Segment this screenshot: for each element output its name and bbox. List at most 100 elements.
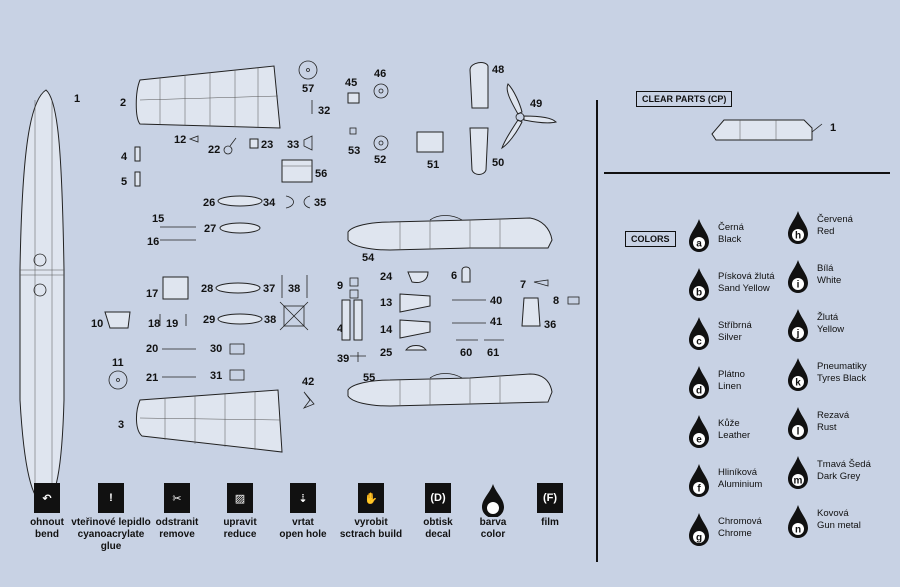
part-17 [162,276,189,300]
color-name-cz: Stříbrná [718,320,752,331]
legend-label-en: remove [159,529,195,540]
part-number: 42 [302,376,314,388]
part-36 [521,297,541,327]
part-number: 34 [263,197,276,209]
color-letter: k [795,378,801,389]
part-wing-upper-left [135,65,281,129]
part-number: 11 [112,357,124,369]
color-name-en: Aluminium [718,479,763,490]
part-10 [104,311,131,329]
color-name-cz: Červená [817,214,853,225]
part-number: 15 [152,213,164,225]
color-letter: h [795,231,801,242]
part-number: 49 [530,98,542,110]
part-number: 32 [318,105,330,117]
part-number: 16 [147,236,159,248]
colors-title: COLORS [625,231,676,247]
color-letter: a [696,239,702,250]
part-number: 20 [146,343,158,355]
legend-label-cz: obtisk [423,517,453,528]
legend-label-cz: upravit [223,517,257,528]
legend-label-en: open hole [279,529,327,540]
color-name-en: Linen [718,381,742,392]
legend-label-cz: barva [479,517,507,528]
paint-drop-icon: l [787,406,809,440]
legend-label-cz: vteřinové lepidlo [71,517,151,528]
color-name-en: Gun metal [817,520,861,531]
color-name-cz: Chromová [718,516,762,527]
file-icon: ▨ [227,483,253,513]
legend-label-en: bend [35,529,59,540]
color-name-en: Yellow [817,324,845,335]
part-number: 1 [74,93,80,105]
part-number: 29 [203,314,215,326]
part-number: 2 [120,97,126,109]
color-name-en: Chrome [718,528,752,539]
clear-parts-title: CLEAR PARTS (CP) [636,91,733,107]
part-51 [416,131,444,153]
part-rudder-50 [469,127,489,175]
part-57 [281,159,313,183]
color-name-cz: Černá [718,222,744,233]
glue-icon: ! [98,483,124,513]
part-number: 7 [520,279,526,291]
legend-label-cz: film [541,517,559,528]
part-number: 6 [451,270,457,282]
paint-drop-icon: a [688,218,710,252]
color-name-cz: Kůže [718,418,740,429]
part-number: 39 [337,353,349,365]
divider-vertical [596,100,598,562]
color-name-cz: Bílá [817,263,834,274]
legend-label-cz: ohnout [30,517,64,528]
paint-drop-icon: b [688,267,710,301]
color-letter: i [797,280,800,291]
part-number: 12 [174,134,186,146]
part-number: 36 [544,319,556,331]
part-number: 8 [553,295,559,307]
part-number: 3 [118,419,124,431]
legend-label-en: reduce [223,529,257,540]
part-number: 17 [146,288,158,300]
part-number: 22 [208,144,220,156]
color-name-cz: Rezavá [817,410,850,421]
part-number: 38 [264,314,276,326]
part-number: 19 [166,318,178,330]
part-number: 10 [91,318,103,330]
color-letter: b [696,288,702,299]
drill-icon: ⇣ [290,483,316,513]
part-number: 33 [287,139,299,151]
color-letter: g [696,533,702,544]
part-canopy [711,119,823,141]
part-number: 57 [302,83,314,95]
legend-label-en: cyanoacrylate glue [77,529,145,552]
legend-label-cz: vrtat [292,517,314,528]
color-name-cz: Tmavá Šedá [817,459,871,470]
paint-drop-icon: d [688,365,710,399]
part-4 [134,146,141,162]
color-name-en: Rust [817,422,837,433]
part-number: 4 [121,151,128,163]
color-letter: d [696,386,702,397]
color-letter: l [797,427,800,438]
paint-drop-icon: k [787,357,809,391]
drop-icon [480,483,506,518]
part-number: 30 [210,343,222,355]
color-letter: m [794,476,803,487]
part-number: 21 [146,372,158,384]
color-name-en: Sand Yellow [718,283,770,294]
